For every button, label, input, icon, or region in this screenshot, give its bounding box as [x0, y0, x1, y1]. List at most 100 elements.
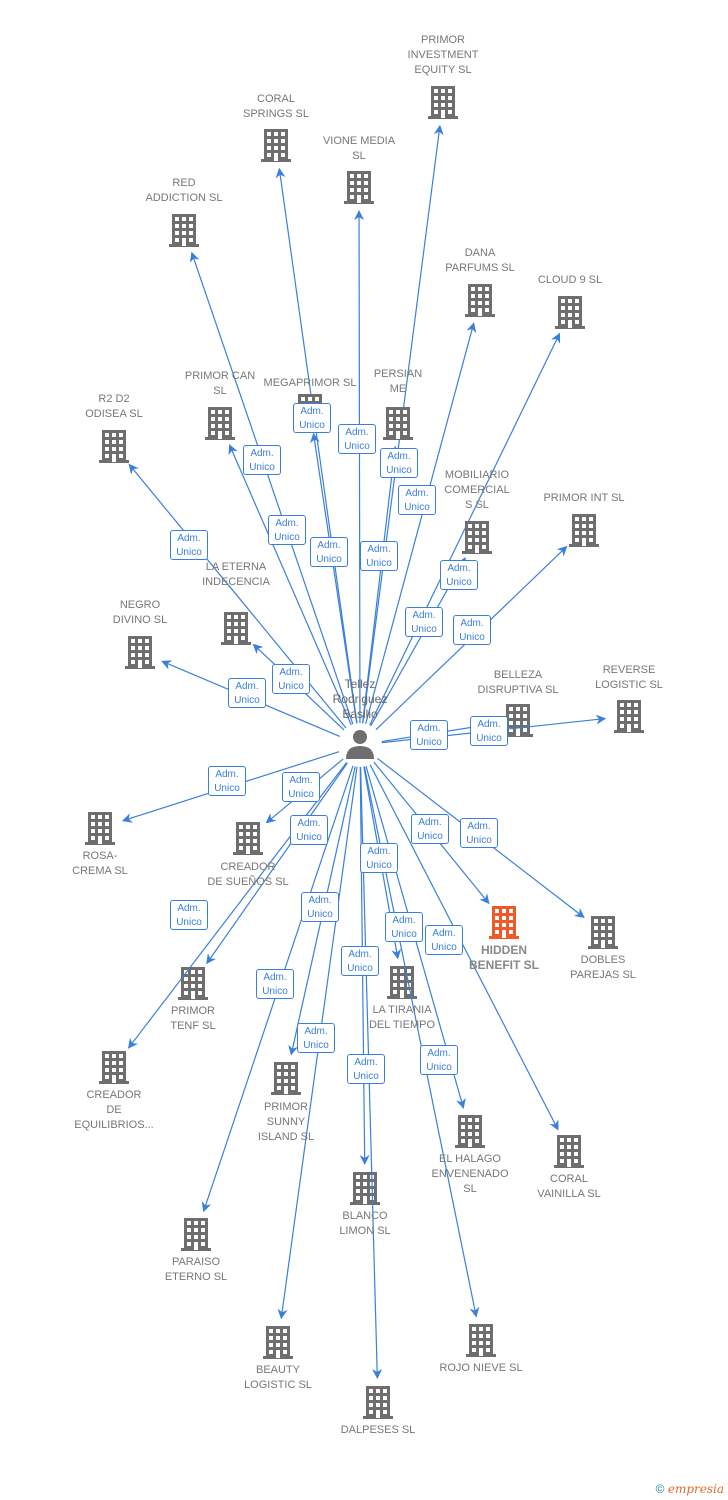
company-label[interactable]: ROSA-CREMA SL: [35, 849, 165, 879]
empresia-logo[interactable]: © empresia: [655, 1482, 724, 1496]
company-building-icon[interactable]: [614, 700, 644, 733]
company-label-line: DOBLES: [580, 954, 626, 966]
edge-role-badge: Adm.Unico: [420, 1045, 458, 1075]
company-label-line: PRIMOR INT SL: [543, 492, 625, 504]
company-label-line: BENEFIT SL: [468, 958, 539, 972]
person-icon[interactable]: [346, 730, 374, 759]
company-building-icon[interactable]: [344, 171, 374, 204]
company-building-icon[interactable]: [205, 407, 235, 440]
company-label-line: ISLAND SL: [257, 1131, 315, 1143]
company-label-line: ROJO NIEVE SL: [439, 1362, 523, 1374]
company-building-icon[interactable]: [383, 407, 413, 440]
company-building-icon[interactable]: [387, 966, 417, 999]
company-label-line: DE: [106, 1104, 122, 1116]
company-building-icon[interactable]: [169, 214, 199, 247]
edge-role-badge: Adm.Unico: [243, 445, 281, 475]
company-label[interactable]: DOBLES PAREJAS SL: [538, 953, 668, 983]
company-label-line: BELLEZA: [493, 669, 543, 681]
company-label[interactable]: CREADOR DE SUEÑOS SL: [183, 860, 313, 890]
company-building-icon[interactable]: [350, 1172, 380, 1205]
company-label-line: LA TIRANIA: [372, 1004, 432, 1016]
company-building-icon[interactable]: [465, 284, 495, 317]
company-label-line: PERSIAN: [373, 368, 423, 380]
company-building-icon[interactable]: [503, 704, 533, 737]
company-label-line: LOGISTIC SL: [244, 1379, 312, 1391]
company-label-line: PRIMOR CAN: [184, 370, 256, 382]
edge-role-badge: Adm.Unico: [440, 560, 478, 590]
company-building-icon[interactable]: [489, 906, 519, 939]
company-label-line: CLOUD 9 SL: [537, 274, 603, 286]
company-building-icon[interactable]: [569, 514, 599, 547]
company-label[interactable]: PRIMOR INT SL: [519, 491, 649, 506]
edge-role-badge: Adm.Unico: [453, 615, 491, 645]
company-label-line: LA ETERNA: [205, 561, 267, 573]
company-building-icon[interactable]: [99, 430, 129, 463]
edge-role-badge: Adm.Unico: [282, 772, 320, 802]
company-label-line: LIMON SL: [339, 1225, 391, 1237]
company-label-line: EQUITY SL: [414, 64, 472, 76]
company-building-icon[interactable]: [221, 612, 251, 645]
company-building-icon[interactable]: [588, 916, 618, 949]
company-building-icon[interactable]: [233, 822, 263, 855]
company-label-line: ETERNO SL: [164, 1271, 228, 1283]
edge-role-badge: Adm.Unico: [360, 541, 398, 571]
company-building-icon[interactable]: [178, 967, 208, 1000]
company-building-icon[interactable]: [181, 1218, 211, 1251]
company-label-line: CREADOR: [86, 1089, 142, 1101]
company-label[interactable]: BELLEZA DISRUPTIVA SL: [453, 668, 583, 698]
edge-role-badge: Adm.Unico: [410, 720, 448, 750]
company-label-line: SUNNY: [266, 1116, 306, 1128]
company-label[interactable]: BLANCO LIMON SL: [300, 1209, 430, 1239]
edge-line: [361, 445, 400, 724]
company-building-icon[interactable]: [125, 636, 155, 669]
company-label-line: VIONE MEDIA: [322, 135, 396, 147]
company-label[interactable]: DALPESES SL: [313, 1423, 443, 1438]
edge-role-badge: Adm.Unico: [470, 716, 508, 746]
company-building-icon[interactable]: [271, 1062, 301, 1095]
company-building-icon[interactable]: [554, 1135, 584, 1168]
company-building-icon[interactable]: [99, 1051, 129, 1084]
edge-line: [365, 322, 477, 724]
company-label[interactable]: MEGAPRIMOR SL: [245, 376, 375, 391]
company-building-icon[interactable]: [363, 1386, 393, 1419]
company-building-icon[interactable]: [466, 1324, 496, 1357]
company-building-icon[interactable]: [263, 1326, 293, 1359]
company-building-icon[interactable]: [455, 1115, 485, 1148]
company-label-line: PAREJAS SL: [570, 969, 636, 981]
company-building-icon[interactable]: [85, 812, 115, 845]
company-label[interactable]: ROJO NIEVE SL: [416, 1361, 546, 1376]
company-building-icon[interactable]: [555, 296, 585, 329]
company-label[interactable]: CLOUD 9 SL: [505, 273, 635, 288]
company-label-line: DISRUPTIVA SL: [477, 684, 559, 696]
company-building-icon[interactable]: [261, 129, 291, 162]
company-building-icon[interactable]: [428, 86, 458, 119]
company-building-icon[interactable]: [462, 521, 492, 554]
company-label-line: BLANCO: [342, 1210, 388, 1222]
company-label-line: LOGISTIC SL: [595, 679, 663, 691]
company-label-line: DE SUEÑOS SL: [207, 876, 289, 888]
company-label-line: MOBILIARIO: [444, 469, 510, 481]
company-label-line: CREADOR: [220, 861, 276, 873]
